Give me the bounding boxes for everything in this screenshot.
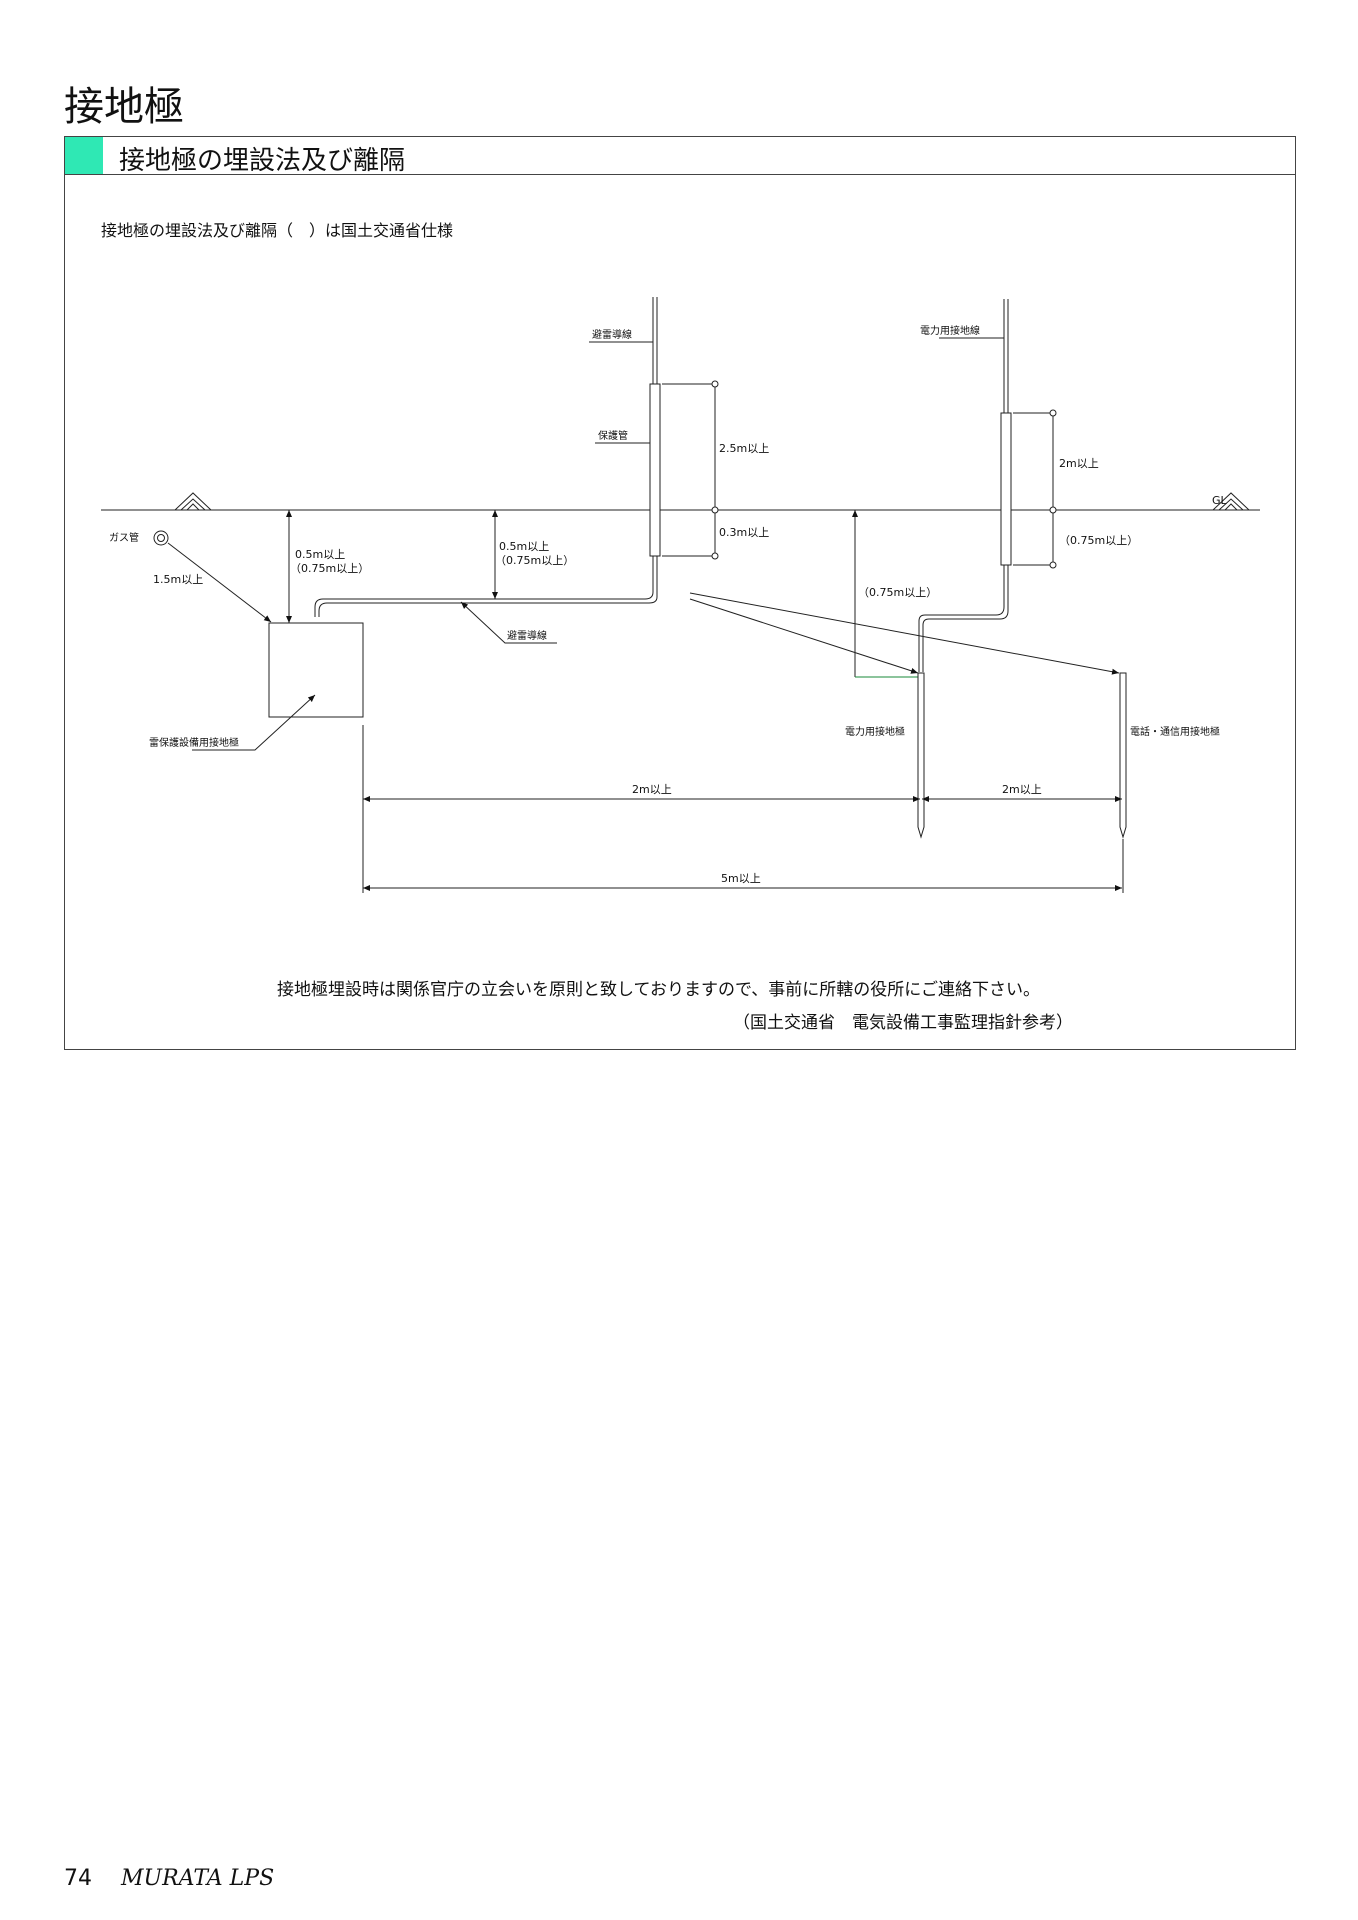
label-075-right: （0.75m以上） <box>1059 534 1138 547</box>
label-depth-075-mid: （0.75m以上） <box>495 554 574 567</box>
label-telecom-electrode: 電話・通信用接地極 <box>1130 725 1220 738</box>
telecom-ground-electrode <box>1119 672 1127 839</box>
page-number: 74 <box>64 1866 92 1891</box>
brand-name: MURATA LPS <box>121 1866 275 1891</box>
notice-text: 接地極埋設時は関係官庁の立会いを原則と致しておりますので、事前に所轄の役所にご連… <box>277 980 1040 1000</box>
label-lps-electrode: 雷保護設備用接地極 <box>149 736 239 749</box>
label-gl: GL <box>1212 494 1228 507</box>
diagram-caption: 接地極の埋設法及び離隔（ ）は国土交通省仕様 <box>101 221 454 240</box>
section-header: 接地極の埋設法及び離隔 <box>65 137 1295 176</box>
protective-pipe-right <box>1000 412 1012 566</box>
leader-lightning-conductor-bottom <box>460 601 557 644</box>
gas-pipe <box>153 530 169 546</box>
dimension-protective-pipe-right <box>1013 409 1057 569</box>
grounding-diagram: 避雷導線 保護管 2.5m以上 0.3m以上 電力用接地線 2m以上 （0.75… <box>101 297 1260 893</box>
label-depth-075-left: （0.75m以上） <box>290 562 369 575</box>
label-lightning-conductor-bottom: 避雷導線 <box>507 629 547 642</box>
leader-lps-electrode <box>192 694 316 751</box>
protective-pipe-left <box>649 383 661 557</box>
separation-line-telecom <box>689 592 1120 675</box>
label-2m-vertical: 2m以上 <box>1059 457 1099 470</box>
label-gas-pipe: ガス管 <box>109 531 139 544</box>
label-1-5m: 1.5m以上 <box>153 573 203 586</box>
reference-text: （国土交通省 電気設備工事監理指針参考） <box>733 1013 1073 1033</box>
section-title: 接地極の埋設法及び離隔 <box>119 146 406 176</box>
label-sep-5m: 5m以上 <box>721 872 761 885</box>
label-lightning-conductor-top: 避雷導線 <box>592 328 632 341</box>
page-title: 接地極 <box>64 84 184 130</box>
arrow-gas-pipe-clearance <box>167 542 272 623</box>
lps-ground-electrode <box>268 622 364 718</box>
label-protective-pipe: 保護管 <box>598 429 628 442</box>
label-power-electrode: 電力用接地極 <box>845 725 905 738</box>
content-frame: 接地極の埋設法及び離隔 接地極の埋設法及び離隔（ ）は国土交通省仕様 <box>64 136 1296 1050</box>
label-depth-05-left: 0.5m以上 <box>295 548 345 561</box>
section-color-marker <box>65 137 103 174</box>
label-2-5m: 2.5m以上 <box>719 442 769 455</box>
label-power-ground-wire: 電力用接地線 <box>920 324 980 337</box>
label-depth-075-power: （0.75m以上） <box>858 586 937 599</box>
ground-hatch-right <box>1212 492 1250 511</box>
label-sep-2m-left: 2m以上 <box>632 783 672 796</box>
separation-line-power <box>689 598 919 674</box>
power-ground-wire <box>918 299 1009 672</box>
label-depth-05-mid: 0.5m以上 <box>499 540 549 553</box>
label-0-3m: 0.3m以上 <box>719 526 769 539</box>
ground-hatch-left <box>174 492 212 511</box>
footer: 74 MURATA LPS <box>64 1866 274 1891</box>
power-ground-electrode <box>917 672 925 839</box>
dimension-protective-pipe-left <box>662 380 719 560</box>
label-sep-2m-right: 2m以上 <box>1002 783 1042 796</box>
